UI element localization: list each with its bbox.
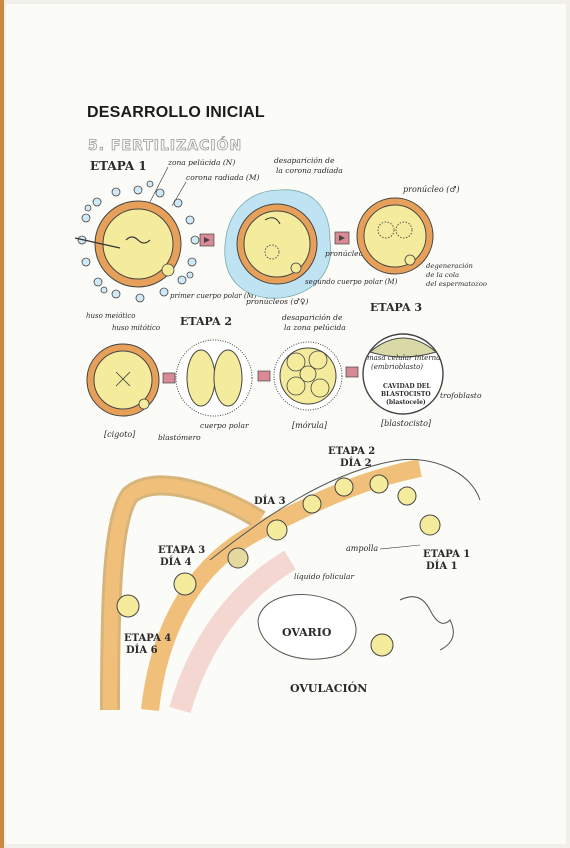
arrow-1 (199, 233, 215, 247)
arrow-5 (345, 366, 359, 378)
label-cigoto: [cigoto] (104, 430, 136, 439)
binder-edge (0, 0, 4, 848)
label-pronucleos: pronúcleos (♂♀) (246, 297, 308, 306)
label-zona-pelucida: zona pelúcida (N) (167, 158, 235, 167)
etapa2-label: ETAPA 2 (180, 315, 232, 328)
two-cell-stage (175, 339, 253, 417)
morula (273, 341, 343, 411)
label-ovario: OVARIO (282, 626, 332, 639)
label-masa-celular: masa celular interna(embrioblasto) (367, 354, 440, 371)
uterine-tube (100, 458, 481, 714)
blastocyst (362, 333, 444, 415)
fimbriae (399, 596, 454, 651)
label-huso-mitotico: huso mitótico (112, 324, 160, 332)
oocyte-corona-disappearing (224, 189, 332, 299)
label-trofoblasto: trofoblasto (440, 391, 482, 400)
label-corona-radiada: corona radiada (M) (186, 173, 259, 182)
ovary (257, 593, 357, 660)
label-primer-cuerpo-polar: primer cuerpo polar (M) (170, 292, 257, 300)
section-title: 5. FERTILIZACIÓN (88, 138, 243, 155)
page-title: DESARROLLO INICIAL (87, 104, 265, 121)
label-pronucleo-f: pronúcleo (♀) (325, 249, 377, 258)
label-pronucleo-m: pronúcleo (♂) (403, 185, 460, 194)
label-ovulacion: OVULACIÓN (290, 681, 367, 695)
label-huso-meiotico: huso meiótico (86, 312, 135, 320)
arrow-4 (257, 370, 271, 382)
etapa3-label: ETAPA 3 (370, 301, 422, 314)
etapa1-label: ETAPA 1 (90, 159, 147, 173)
label-cuerpo-polar: cuerpo polar (200, 421, 249, 430)
label-liquido-folicular: líquido folicular (294, 572, 355, 581)
arrow-2 (334, 231, 350, 245)
tube-embryos (116, 474, 441, 657)
label-ampolla: ampolla (346, 544, 378, 553)
arrow-3 (162, 372, 176, 384)
label-blastomero: blastómero (158, 433, 201, 442)
label-blastocisto: [blastocisto] (381, 419, 432, 428)
label-morula: [mórula] (292, 421, 328, 430)
paper-sheet (6, 4, 566, 844)
label-segundo-cuerpo-polar: segundo cuerpo polar (M) (305, 278, 398, 286)
tube-dia3: DÍA 3 (254, 495, 286, 507)
oocyte-corona (74, 180, 200, 303)
oocyte-pronuclei (356, 197, 434, 275)
zygote (86, 343, 160, 417)
